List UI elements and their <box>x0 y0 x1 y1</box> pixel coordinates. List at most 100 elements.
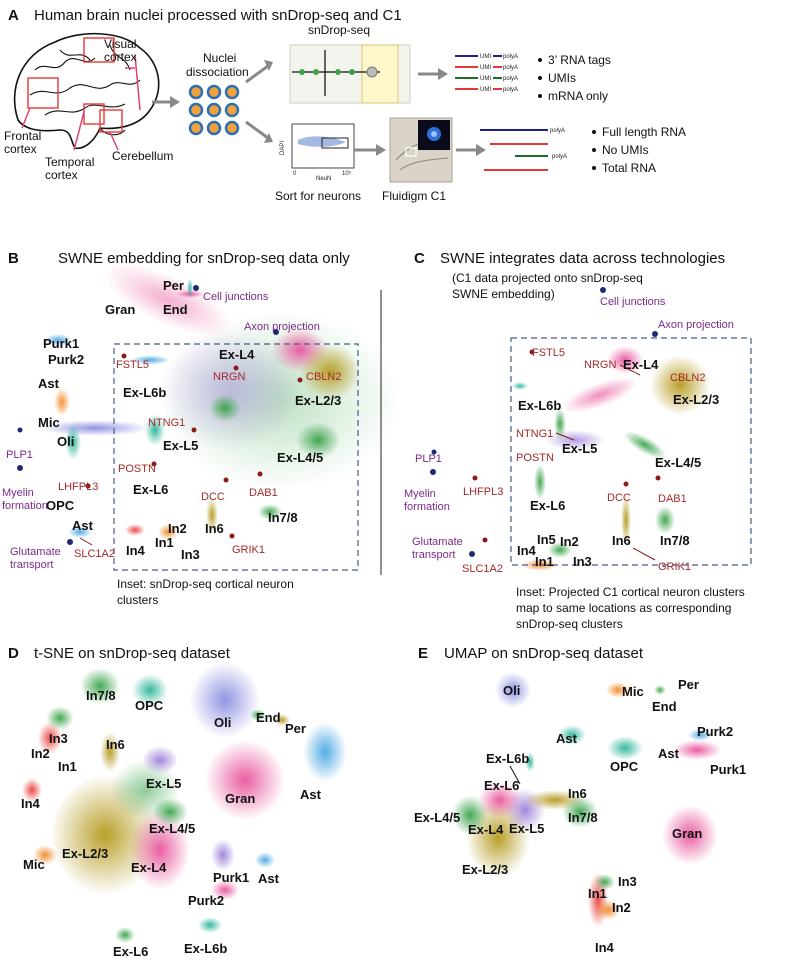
svg-text:polyA: polyA <box>503 76 518 82</box>
cl-exl6-e: Ex-L6 <box>484 778 519 793</box>
cl-in1-d: In1 <box>58 759 77 774</box>
region-temporal: Temporal cortex <box>45 155 98 182</box>
inset-caption-c-1: Inset: Projected C1 cortical neuron clus… <box>516 585 745 599</box>
cl-exl4-b: Ex-L4 <box>219 347 255 362</box>
inset-caption-c-3: snDrop-seq clusters <box>516 617 623 631</box>
cl-in78-d: In7/8 <box>86 688 116 703</box>
gene-ntng1-c: NTNG1 <box>516 428 553 440</box>
cl-exl45-b: Ex-L4/5 <box>277 450 323 465</box>
cl-exl6b-b: Ex-L6b <box>123 385 166 400</box>
svg-text:3’ RNA tags: 3’ RNA tags <box>548 53 611 67</box>
region-frontal: Frontal cortex <box>4 129 45 156</box>
func-cell-junctions-b: Cell junctions <box>203 291 269 303</box>
cl-exl6b-c: Ex-L6b <box>518 398 561 413</box>
cl-ast2-d: Ast <box>258 871 280 886</box>
cl-in3-b: In3 <box>181 547 200 562</box>
cl-end-d: End <box>256 710 281 725</box>
cl-exl5-c: Ex-L5 <box>562 441 597 456</box>
svg-text:UMI: UMI <box>480 76 491 82</box>
cl-exl23-d: Ex-L2/3 <box>62 846 108 861</box>
cl-exl4-c: Ex-L4 <box>623 357 659 372</box>
svg-text:polyA: polyA <box>503 87 518 93</box>
cl-in2-e: In2 <box>612 900 631 915</box>
svg-text:10⁵: 10⁵ <box>342 170 352 177</box>
gene-ntng1-b: NTNG1 <box>148 417 185 429</box>
cl-oli-d: Oli <box>214 715 231 730</box>
cl-in78-e: In7/8 <box>568 810 598 825</box>
cl-exl6-b: Ex-L6 <box>133 482 168 497</box>
func-cell-junctions-c: Cell junctions <box>600 296 666 308</box>
cl-per-d: Per <box>285 721 306 736</box>
gene-cbln2-c: CBLN2 <box>670 372 705 384</box>
panel-b-title: SWNE embedding for snDrop-seq data only <box>58 250 350 267</box>
panel-d-title: t-SNE on snDrop-seq dataset <box>34 645 231 662</box>
func-myelin-b: Myelin formation <box>2 487 48 512</box>
cl-mic-d: Mic <box>23 857 45 872</box>
arrow-head-icon <box>170 96 180 108</box>
cl-in2-d: In2 <box>31 746 50 761</box>
region-visual: Visual cortex <box>104 37 140 64</box>
cl-exl5-e: Ex-L5 <box>509 821 544 836</box>
cl-in3-e: In3 <box>618 874 637 889</box>
cl-mic-b: Mic <box>38 415 60 430</box>
panel-letter-e: E <box>418 645 428 662</box>
panel-a-title: Human brain nuclei processed with snDrop… <box>34 7 402 24</box>
cl-exl6-d: Ex-L6 <box>113 944 148 959</box>
fluidigm-chip <box>389 117 453 183</box>
cl-per-e: Per <box>678 677 699 692</box>
panel-letter-c: C <box>414 250 425 267</box>
cl-in4-d: In4 <box>21 796 41 811</box>
region-visual-line1: Visual <box>104 37 136 51</box>
svg-text:UMIs: UMIs <box>548 71 576 85</box>
svg-text:UMI: UMI <box>480 65 491 71</box>
cl-gran-d: Gran <box>225 791 255 806</box>
c1-bullets: Full length RNA No UMIs Total RNA <box>592 125 686 175</box>
gene-nrgn-c: NRGN <box>584 359 616 371</box>
gene-cbln2-b: CBLN2 <box>306 371 341 383</box>
gene-plp1-c: PLP1 <box>415 453 442 465</box>
svg-text:NeuN: NeuN <box>316 176 331 182</box>
gene-fstl5-c: FSTL5 <box>532 347 565 359</box>
cl-purk2-b: Purk2 <box>48 352 84 367</box>
cl-exl5-b: Ex-L5 <box>163 438 198 453</box>
cl-exl45-c: Ex-L4/5 <box>655 455 701 470</box>
cl-opc-d: OPC <box>135 698 164 713</box>
facs-plot: DAPI NeuN 0 10⁵ <box>280 123 355 182</box>
region-visual-line2: cortex <box>104 50 137 64</box>
tsne-scatter <box>22 662 347 943</box>
gene-lhfpl3-b: LHFPL3 <box>58 481 98 493</box>
cl-in6-c: In6 <box>612 533 631 548</box>
gene-fstl5-b: FSTL5 <box>116 359 149 371</box>
panel-d: D t-SNE on snDrop-seq dataset <box>8 645 347 959</box>
svg-text:polyA: polyA <box>503 65 518 71</box>
gene-lhfpl3-c: LHFPL3 <box>463 486 503 498</box>
svg-text:polyA: polyA <box>552 154 567 160</box>
cl-purk1-b: Purk1 <box>43 336 79 351</box>
panel-e-title: UMAP on snDrop-seq dataset <box>444 645 644 662</box>
inset-caption-b-2: clusters <box>117 593 158 607</box>
cl-in78-b: In7/8 <box>268 510 298 525</box>
svg-text:Total RNA: Total RNA <box>602 161 656 175</box>
swne-scatter-c <box>512 346 710 571</box>
fluidigm-label: Fluidigm C1 <box>382 189 446 203</box>
cl-mic-e: Mic <box>622 684 644 699</box>
panel-letter-d: D <box>8 645 19 662</box>
cl-exl23-b: Ex-L2/3 <box>295 393 341 408</box>
cl-in6-b: In6 <box>205 521 224 536</box>
inset-caption-b-1: Inset: snDrop-seq cortical neuron <box>117 577 294 591</box>
gene-dcc-c: DCC <box>607 492 631 504</box>
cl-purk1-e: Purk1 <box>710 762 746 777</box>
cl-purk1-d: Purk1 <box>213 870 249 885</box>
nuclei-icon <box>188 84 240 136</box>
gene-postn-c: POSTN <box>516 452 554 464</box>
cl-purk2-e: Purk2 <box>697 724 733 739</box>
panel-c-subtitle-2: SWNE embedding) <box>452 287 555 301</box>
gene-grik1-b: GRIK1 <box>232 544 265 556</box>
sort-label: Sort for neurons <box>275 189 361 203</box>
cl-gran-b: Gran <box>105 302 135 317</box>
cl-exl4-e: Ex-L4 <box>468 822 504 837</box>
cl-in1-c: In1 <box>535 554 554 569</box>
panel-c-subtitle-1: (C1 data projected onto snDrop-seq <box>452 271 643 285</box>
cl-exl6b-e: Ex-L6b <box>486 751 529 766</box>
cl-exl23-c: Ex-L2/3 <box>673 392 719 407</box>
